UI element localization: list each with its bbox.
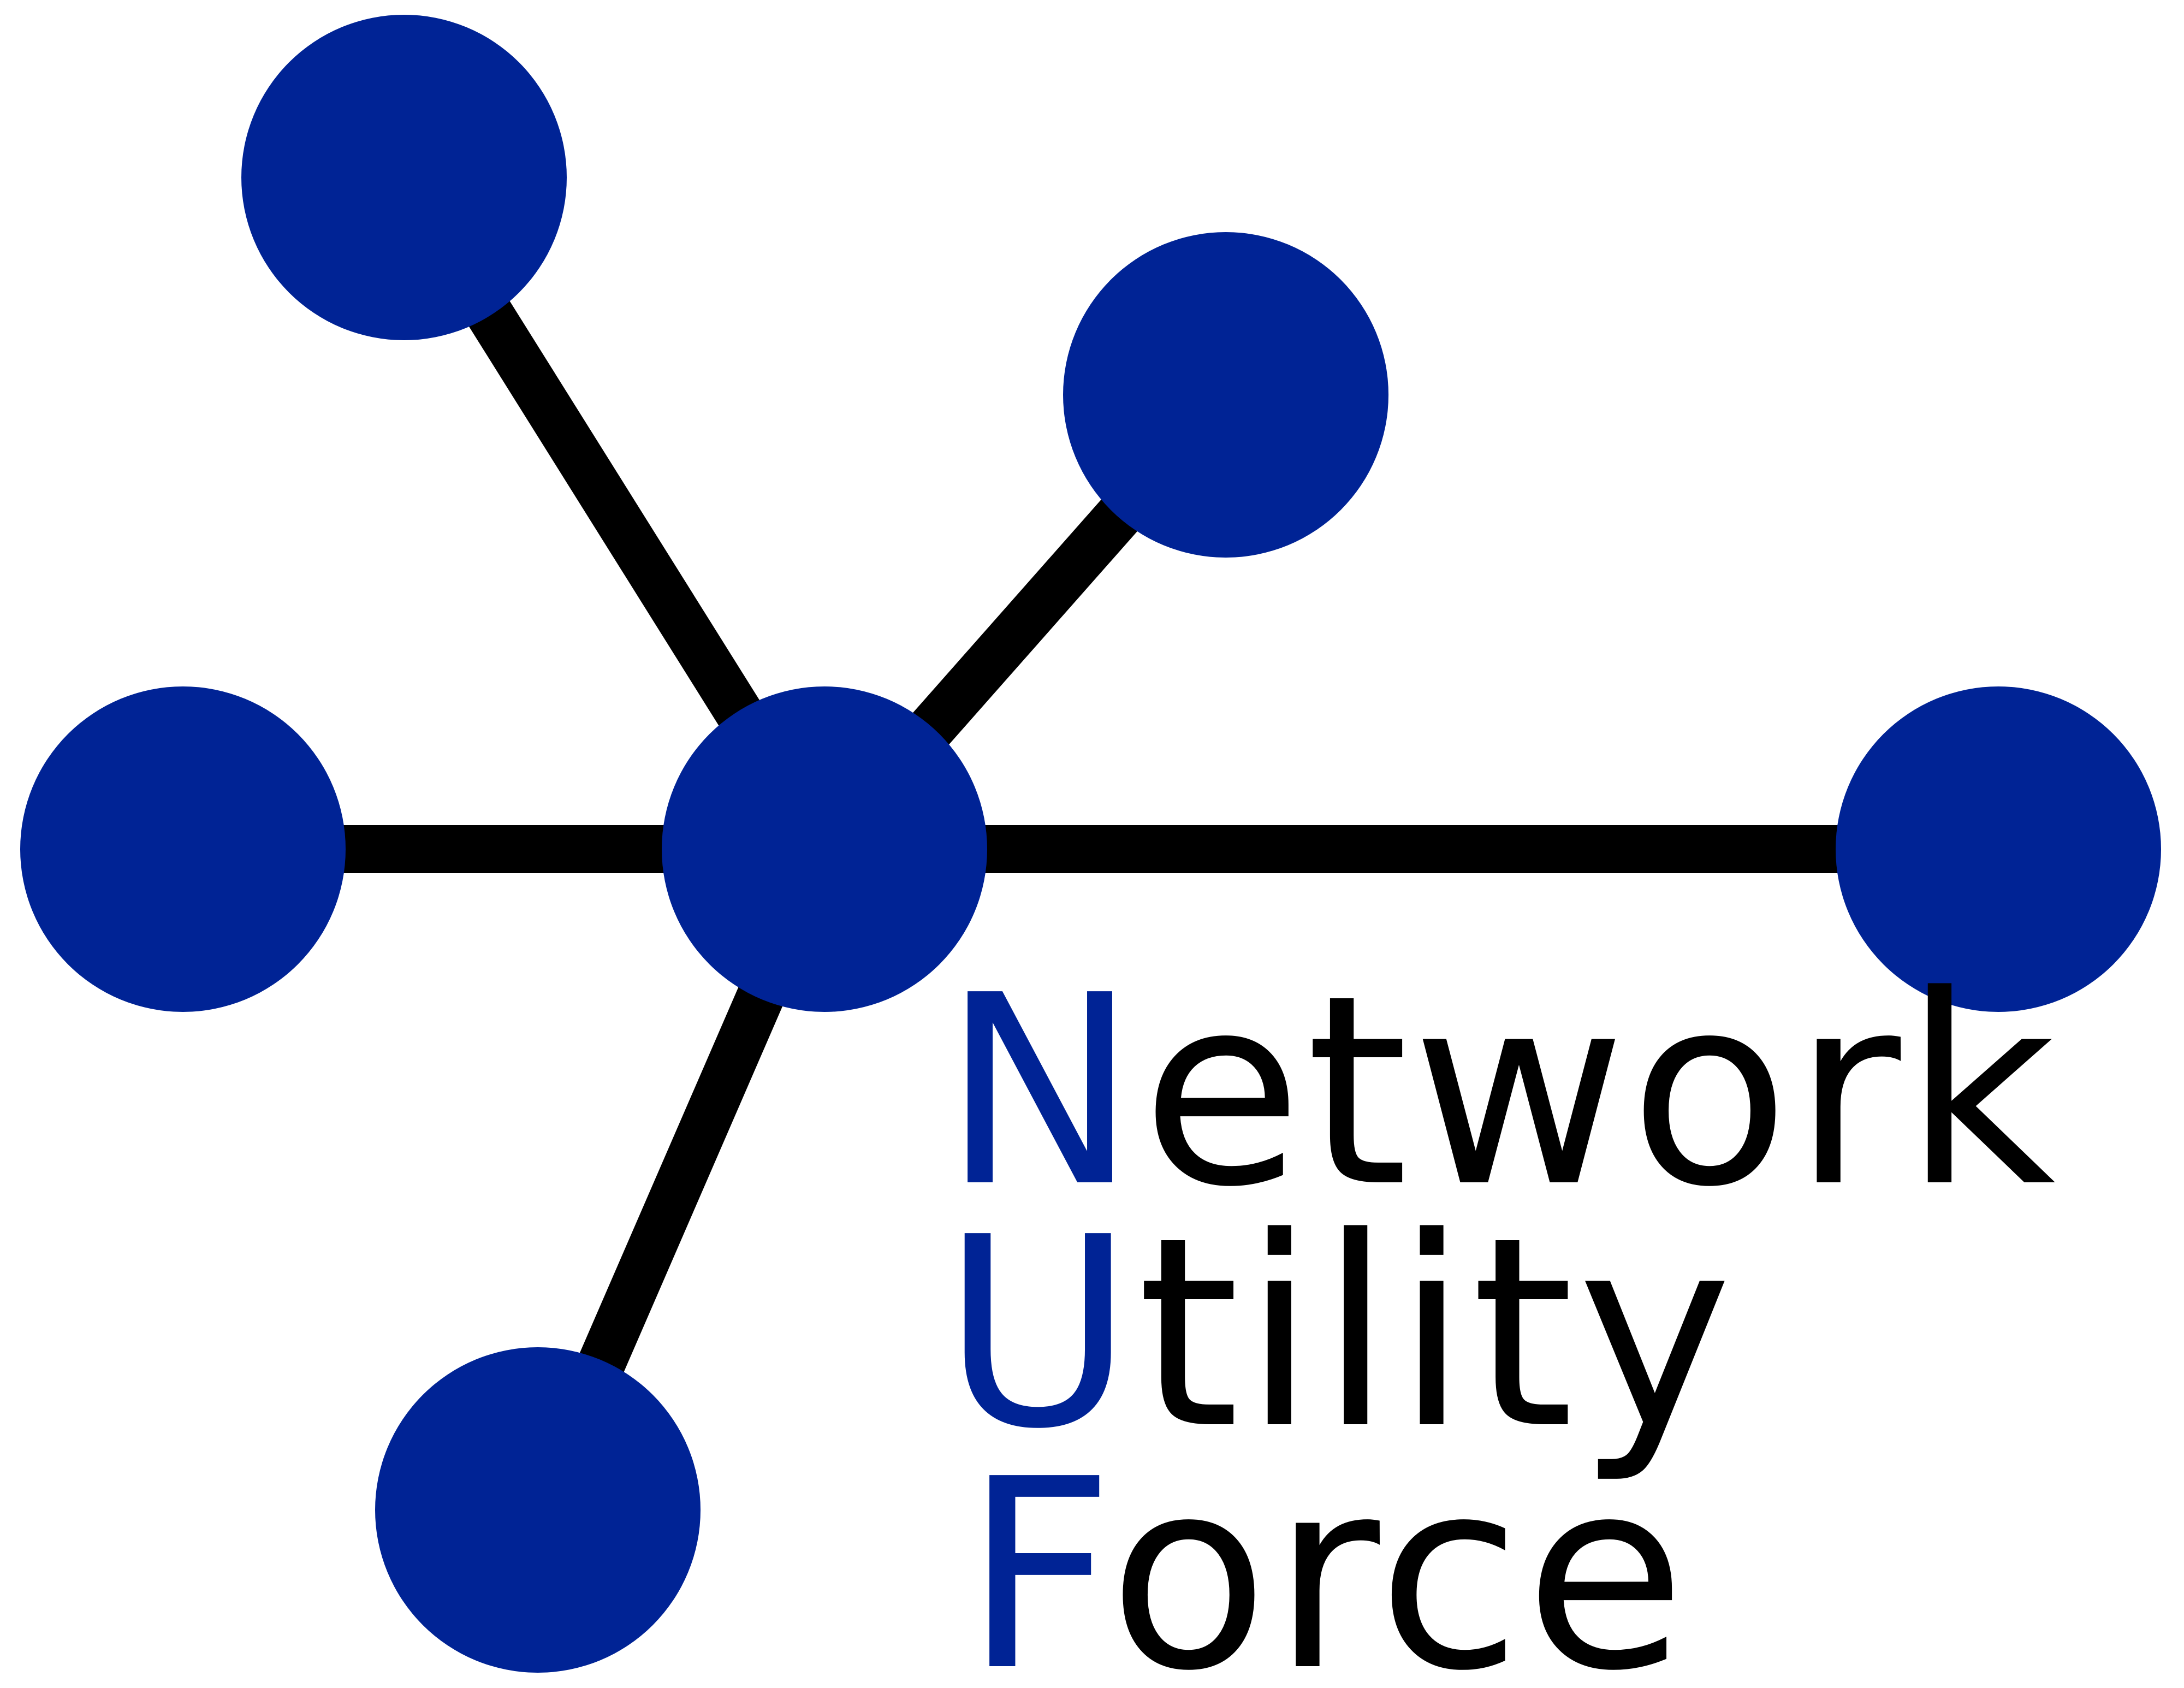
wordmark: Network Utility Force (942, 939, 2059, 1688)
initial-letter: F (964, 1423, 1108, 1688)
wordmark-line-network: Network (942, 939, 2059, 1245)
graph-nodes (20, 15, 2161, 1673)
node-hub (662, 686, 987, 1012)
node-bottom (375, 1347, 701, 1673)
node-left (20, 686, 346, 1012)
wordmark-line-utility: Utility (942, 1181, 1736, 1486)
initial-letter: U (942, 1181, 1137, 1486)
node-right (1836, 686, 2161, 1012)
word-rest: orce (1108, 1423, 1689, 1688)
wordmark-line-force: Force (964, 1423, 1689, 1688)
node-top-right (1063, 232, 1388, 558)
word-rest: tility (1137, 1181, 1736, 1486)
initial-letter: N (942, 939, 1141, 1245)
node-top-left (241, 15, 567, 340)
word-rest: etwork (1141, 939, 2059, 1245)
